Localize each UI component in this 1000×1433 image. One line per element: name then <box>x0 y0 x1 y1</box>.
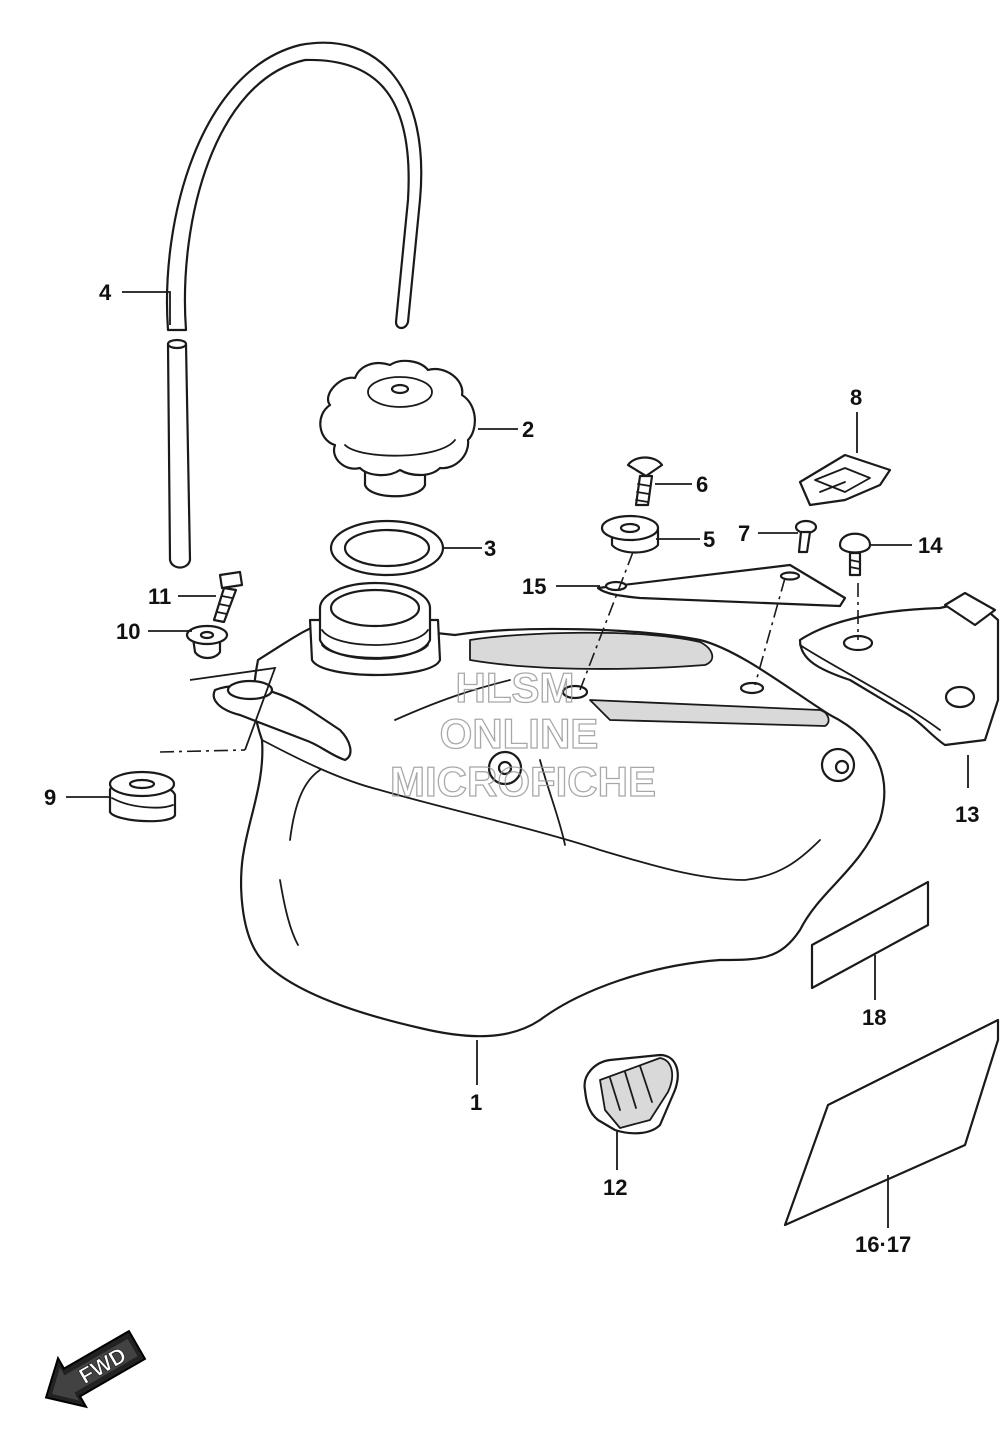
callout-3: 3 <box>484 536 496 561</box>
watermark-line-3: MICROFICHE <box>390 758 656 805</box>
callout-1: 1 <box>470 1090 482 1115</box>
callout-15: 15 <box>522 574 546 599</box>
part-5-collar[interactable] <box>600 514 660 554</box>
part-15-plate[interactable] <box>596 563 847 608</box>
callout-6: 6 <box>696 472 708 497</box>
part-7-screw[interactable] <box>794 519 818 554</box>
callout-9: 9 <box>44 785 56 810</box>
callout-7: 7 <box>738 521 750 546</box>
callout-4: 4 <box>99 280 112 305</box>
part-1-fuel-tank[interactable] <box>212 581 886 1038</box>
callout-5: 5 <box>703 527 715 552</box>
assembly-dash-lines <box>159 551 859 753</box>
part-9-grommet[interactable] <box>108 770 177 823</box>
callout-2: 2 <box>522 417 534 442</box>
watermark-line-1: HLSM <box>456 664 575 711</box>
part-11-bolt[interactable] <box>212 570 244 624</box>
part-6-screw[interactable] <box>626 456 664 507</box>
part-13-bracket[interactable] <box>798 591 1000 747</box>
callout-18: 18 <box>862 1005 886 1030</box>
callout-12: 12 <box>603 1175 627 1200</box>
callout-labels: 4 2 3 6 5 7 8 14 15 11 10 9 13 1 12 18 1… <box>44 280 979 1257</box>
part-2-fuel-cap[interactable] <box>319 359 476 498</box>
callout-11: 11 <box>148 584 171 609</box>
callout-16-17: 16·17 <box>855 1232 911 1257</box>
fwd-arrow-icon: FWD <box>44 1329 147 1409</box>
part-18-label[interactable] <box>810 880 930 990</box>
part-10-collar[interactable] <box>185 624 229 660</box>
part-3-gasket[interactable] <box>329 519 445 577</box>
callout-8: 8 <box>850 385 862 410</box>
callout-10: 10 <box>116 619 140 644</box>
part-8-clip[interactable] <box>798 453 892 507</box>
callout-13: 13 <box>955 802 979 827</box>
watermark: HLSM ONLINE MICROFICHE <box>389 663 656 805</box>
part-16-17-decal[interactable] <box>783 1018 1000 1227</box>
callout-14: 14 <box>918 533 943 558</box>
callout-leaders <box>66 291 969 1228</box>
part-4-breather-hose[interactable] <box>165 41 423 569</box>
watermark-line-2: ONLINE <box>440 710 599 757</box>
part-14-bolt[interactable] <box>838 532 872 577</box>
part-12-cushion[interactable] <box>583 1053 679 1135</box>
